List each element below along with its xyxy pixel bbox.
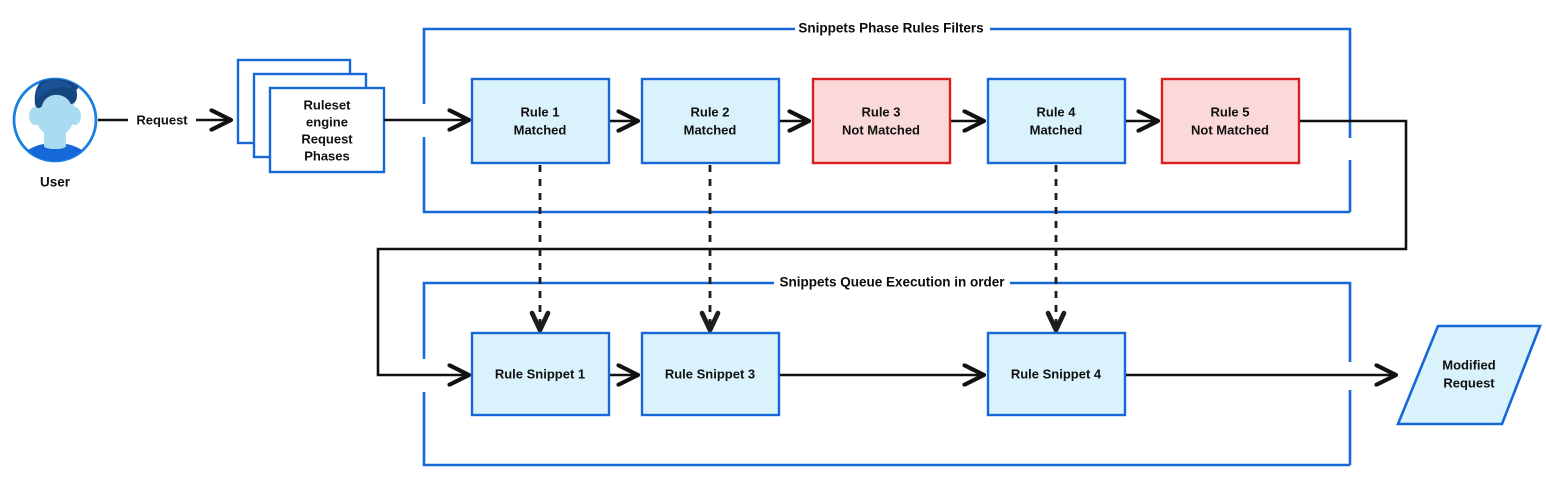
group-top-container [422, 27, 1352, 214]
ruleset-stack-line-3: Request [301, 131, 353, 146]
rule-box-rule-2[interactable]: Rule 2 Matched [640, 77, 781, 165]
rule-2-name: Rule 2 [690, 104, 729, 119]
rule-5-status: Not Matched [1191, 122, 1269, 137]
rule-3-status: Not Matched [842, 122, 920, 137]
output-modified-request[interactable]: Modified Request [1396, 324, 1542, 426]
ruleset-stack-layer-front[interactable] [268, 86, 386, 174]
snippet-1-label: Rule Snippet 1 [495, 366, 585, 381]
rule-3-name: Rule 3 [861, 104, 900, 119]
user-label: User [40, 175, 71, 190]
rule-4-status: Matched [1030, 122, 1083, 137]
snippet-box-snippet-3[interactable]: Rule Snippet 3 [640, 331, 781, 417]
rule-box-rule-1[interactable]: Rule 1 Matched [470, 77, 611, 165]
rule-2-status: Matched [684, 122, 737, 137]
rule-box-rule-3[interactable]: Rule 3 Not Matched [811, 77, 952, 165]
rule-box-rule-5[interactable]: Rule 5 Not Matched [1160, 77, 1301, 165]
request-edge-label: Request [136, 112, 188, 127]
group-top-label: Snippets Phase Rules Filters [798, 21, 983, 36]
group-bottom-container [422, 281, 1352, 467]
rule-1-status: Matched [514, 122, 567, 137]
user-avatar-icon [12, 77, 98, 163]
ruleset-stack-line-2: engine [306, 114, 348, 129]
snippet-4-label: Rule Snippet 4 [1011, 366, 1102, 381]
group-bottom-label: Snippets Queue Execution in order [779, 275, 1005, 290]
rule-4-name: Rule 4 [1036, 104, 1076, 119]
ruleset-stack-line-1: Ruleset [304, 97, 352, 112]
snippet-box-snippet-4[interactable]: Rule Snippet 4 [986, 331, 1127, 417]
edge-rules-to-snippet-queue [376, 119, 1408, 375]
rule-1-name: Rule 1 [520, 104, 559, 119]
snippet-3-label: Rule Snippet 3 [665, 366, 755, 381]
rule-5-name: Rule 5 [1210, 104, 1249, 119]
snippet-box-snippet-1[interactable]: Rule Snippet 1 [470, 331, 611, 417]
output-line-2: Request [1443, 375, 1495, 390]
ruleset-stack-line-4: Phases [304, 148, 350, 163]
output-line-1: Modified [1442, 357, 1495, 372]
rule-box-rule-4[interactable]: Rule 4 Matched [986, 77, 1127, 165]
